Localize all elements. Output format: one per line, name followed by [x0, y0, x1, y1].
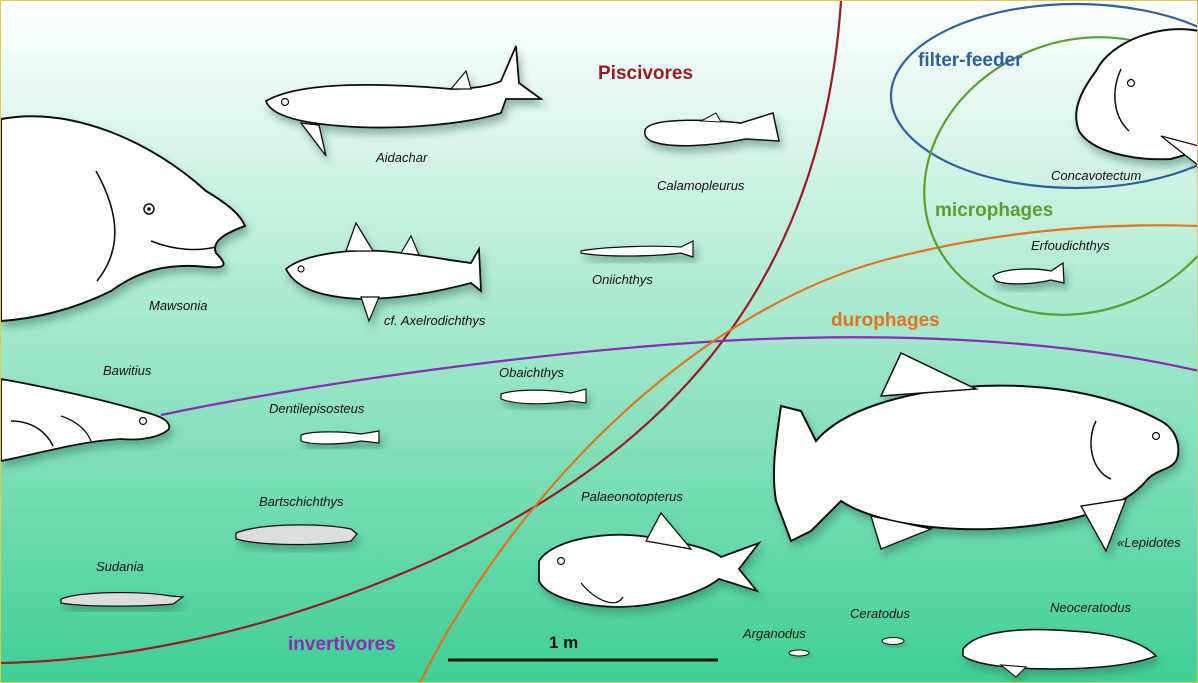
piscivores-label: Piscivores	[598, 64, 693, 83]
lepidotes-label: «Lepidotes	[1117, 536, 1181, 549]
arganodus-fish	[789, 650, 809, 656]
dentilepisosteus-label: Dentilepisosteus	[269, 402, 364, 415]
ceratodus-fish	[882, 638, 904, 645]
obaichthys-label: Obaichthys	[499, 366, 564, 379]
bawitius-label: Bawitius	[103, 364, 151, 377]
concavotectum-label: Concavotectum	[1051, 169, 1141, 182]
mawsonia-label: Mawsonia	[149, 299, 208, 312]
bartschichthys-label: Bartschichthys	[259, 495, 344, 508]
oniichthys-label: Oniichthys	[592, 273, 653, 286]
ceratodus-label: Ceratodus	[850, 607, 910, 620]
arganodus-label: Arganodus	[743, 627, 806, 640]
sudania-fish	[61, 593, 183, 607]
bartschichthys-fish	[236, 525, 357, 545]
durophages-label: durophages	[831, 311, 940, 330]
neoceratodus-label: Neoceratodus	[1050, 601, 1131, 614]
axelrodichthys-label: cf. Axelrodichthys	[384, 314, 485, 327]
microphages-label: microphages	[935, 201, 1053, 220]
palaeonotopterus-label: Palaeonotopterus	[581, 490, 683, 503]
calamopleurus-label: Calamopleurus	[657, 179, 744, 192]
invertivores-label: invertivores	[288, 635, 396, 654]
scale-bar-label: 1 m	[549, 634, 578, 651]
aidachar-label: Aidachar	[376, 151, 427, 164]
filter-feeder-label: filter-feeder	[918, 51, 1023, 70]
sudania-label: Sudania	[96, 560, 144, 573]
dentilepisosteus-fish	[301, 431, 379, 444]
erfoudichthys-label: Erfoudichthys	[1031, 239, 1110, 252]
